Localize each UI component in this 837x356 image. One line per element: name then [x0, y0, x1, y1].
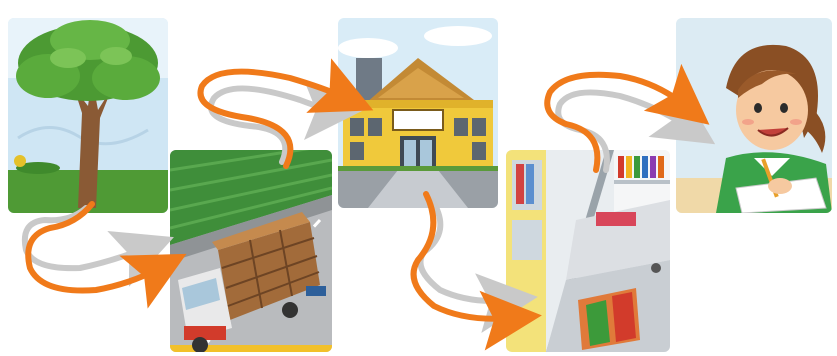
girl-panel: [676, 18, 832, 213]
factory-panel: [338, 18, 498, 208]
tree-icon: [8, 18, 168, 213]
tree-panel: [8, 18, 168, 213]
girl-writing-icon: [676, 18, 832, 213]
shop-panel: [506, 150, 670, 352]
log-truck-icon: [170, 150, 332, 352]
arrow-tree-to-truck: [25, 204, 160, 291]
truck-panel: [170, 150, 332, 352]
factory-building-icon: [338, 18, 498, 208]
arrow-factory-to-shop: [414, 194, 512, 319]
stationery-shop-icon: [506, 150, 670, 352]
